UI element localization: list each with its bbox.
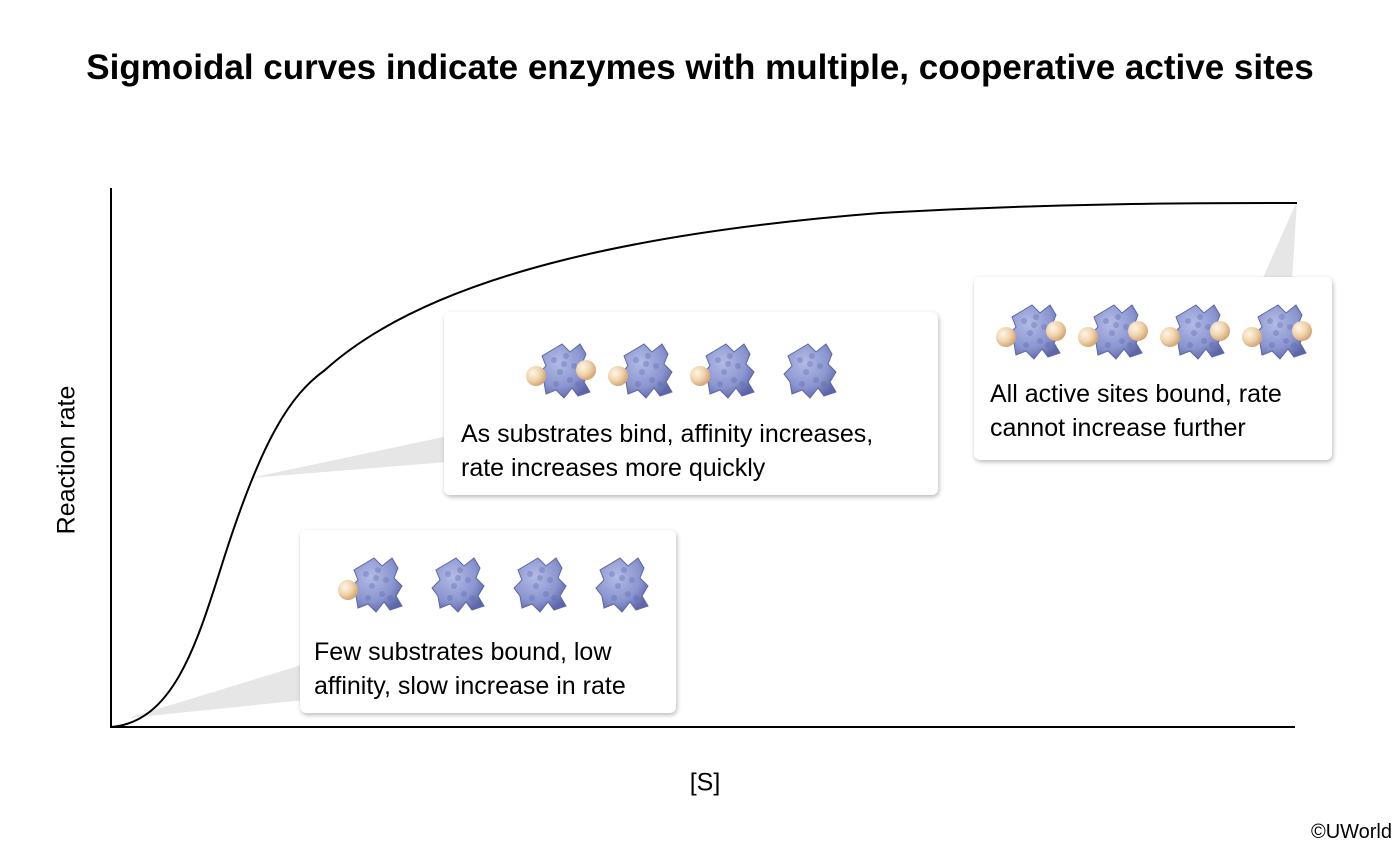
substrate-sphere [338,580,358,600]
enzyme-icon [690,343,755,399]
callout-mid-text: As substrates bind, affinity increases, … [461,420,874,482]
enzyme-icon [431,557,485,613]
enzyme-icon [513,557,567,613]
substrate-sphere [1046,321,1066,341]
substrate-sphere [1292,321,1312,341]
enzyme-icon [783,343,837,399]
enzyme-icon [526,343,596,399]
x-axis-label: [S] [689,768,721,797]
substrate-sphere [608,366,628,386]
callout-mid-pointer [250,436,448,478]
enzyme-body [783,343,837,399]
enzyme-icon [338,557,403,613]
y-axis-label: Reaction rate [52,385,81,535]
substrate-sphere [1128,321,1148,341]
enzyme-row-mid [524,332,848,410]
callout-low-text: Few substrates bound, low affinity, slow… [314,638,626,700]
substrate-sphere [1078,327,1098,347]
callout-high-text: All active sites bound, rate cannot incr… [990,380,1282,442]
callout-mid: As substrates bind, affinity increases, … [444,312,938,495]
enzyme-body [619,343,673,399]
enzyme-icon [1078,304,1148,360]
enzyme-row-high [994,293,1318,371]
figure-title: Sigmoidal curves indicate enzymes with m… [86,48,1314,87]
enzyme-body [595,557,649,613]
enzyme-body [513,557,567,613]
callout-high: All active sites bound, rate cannot incr… [974,277,1332,460]
callout-low-pointer [128,664,305,718]
substrate-sphere [526,366,546,386]
callout-low: Few substrates bound, low affinity, slow… [300,530,676,713]
callout-high-pointer [1262,201,1297,280]
enzyme-row-low [336,546,660,624]
enzyme-body [349,557,403,613]
enzyme-icon [1160,304,1230,360]
substrate-sphere [1242,327,1262,347]
substrate-sphere [1160,327,1180,347]
enzyme-icon [996,304,1066,360]
enzyme-body [431,557,485,613]
substrate-sphere [996,327,1016,347]
substrate-sphere [1210,321,1230,341]
copyright: ©UWorld [1310,821,1392,843]
enzyme-icon [595,557,649,613]
substrate-sphere [576,360,596,380]
sigmoidal-curve [110,202,1298,728]
enzyme-body [701,343,755,399]
enzyme-icon [1242,304,1312,360]
enzyme-icon [608,343,673,399]
substrate-sphere [690,366,710,386]
